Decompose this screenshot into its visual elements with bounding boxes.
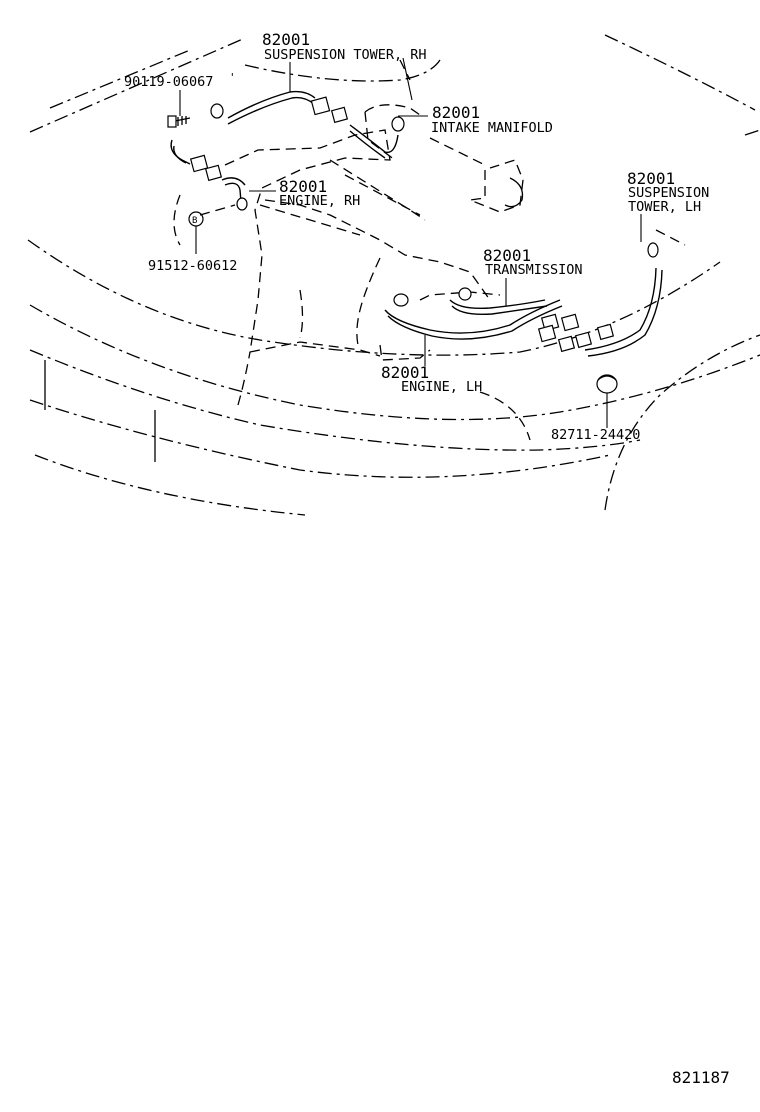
- callout-bolt: 90119-06067 ': [124, 71, 236, 90]
- part-number: 82001: [381, 363, 429, 382]
- part-number: 82001: [627, 169, 675, 188]
- part-number: 91512-60612: [148, 258, 237, 274]
- part-desc: SUSPENSION: [628, 185, 709, 201]
- callout-suspension-tower-rh: 82001 SUSPENSION TOWER, RH: [262, 30, 427, 63]
- diagram-id: 821187: [672, 1068, 730, 1087]
- part-desc-2: TOWER, LH: [628, 199, 701, 215]
- vehicle-outline: [27, 34, 760, 516]
- part-desc: ENGINE, RH: [279, 193, 360, 209]
- callout-clamp: 82711-24420: [551, 427, 640, 443]
- part-number: 90119-06067: [124, 74, 213, 90]
- callout-engine-lh: 82001 ENGINE, LH: [381, 363, 482, 395]
- terminal-eyelets: [210, 103, 659, 307]
- part-number: 82711-24420: [551, 427, 640, 443]
- part-number: 82001: [262, 30, 310, 49]
- intake-bracket: [364, 104, 524, 213]
- clamp-icon: [596, 374, 618, 394]
- engine-block-outline: [173, 129, 501, 406]
- ground-strap-rh: [170, 90, 399, 203]
- part-desc: TRANSMISSION: [485, 262, 583, 278]
- leader-lines: [179, 57, 686, 441]
- ground-strap-lh: [384, 267, 663, 357]
- svg-text:B: B: [192, 216, 197, 226]
- callout-nut: 91512-60612: [148, 258, 237, 274]
- callout-transmission: 82001 TRANSMISSION: [483, 246, 583, 278]
- strap-clips: [189, 96, 615, 353]
- svg-text:': ': [229, 71, 236, 84]
- part-number: 82001: [432, 103, 480, 122]
- callout-suspension-tower-lh: 82001 SUSPENSION TOWER, LH: [627, 169, 709, 215]
- bolt-icon: [167, 115, 191, 128]
- part-desc: INTAKE MANIFOLD: [431, 120, 553, 136]
- part-desc: ENGINE, LH: [401, 379, 482, 395]
- callout-intake-manifold: 82001 INTAKE MANIFOLD: [431, 103, 553, 136]
- part-desc: SUSPENSION TOWER, RH: [264, 47, 427, 63]
- part-number: 82001: [279, 177, 327, 196]
- callout-engine-rh: 82001 ENGINE, RH: [279, 177, 360, 209]
- part-number: 82001: [483, 246, 531, 265]
